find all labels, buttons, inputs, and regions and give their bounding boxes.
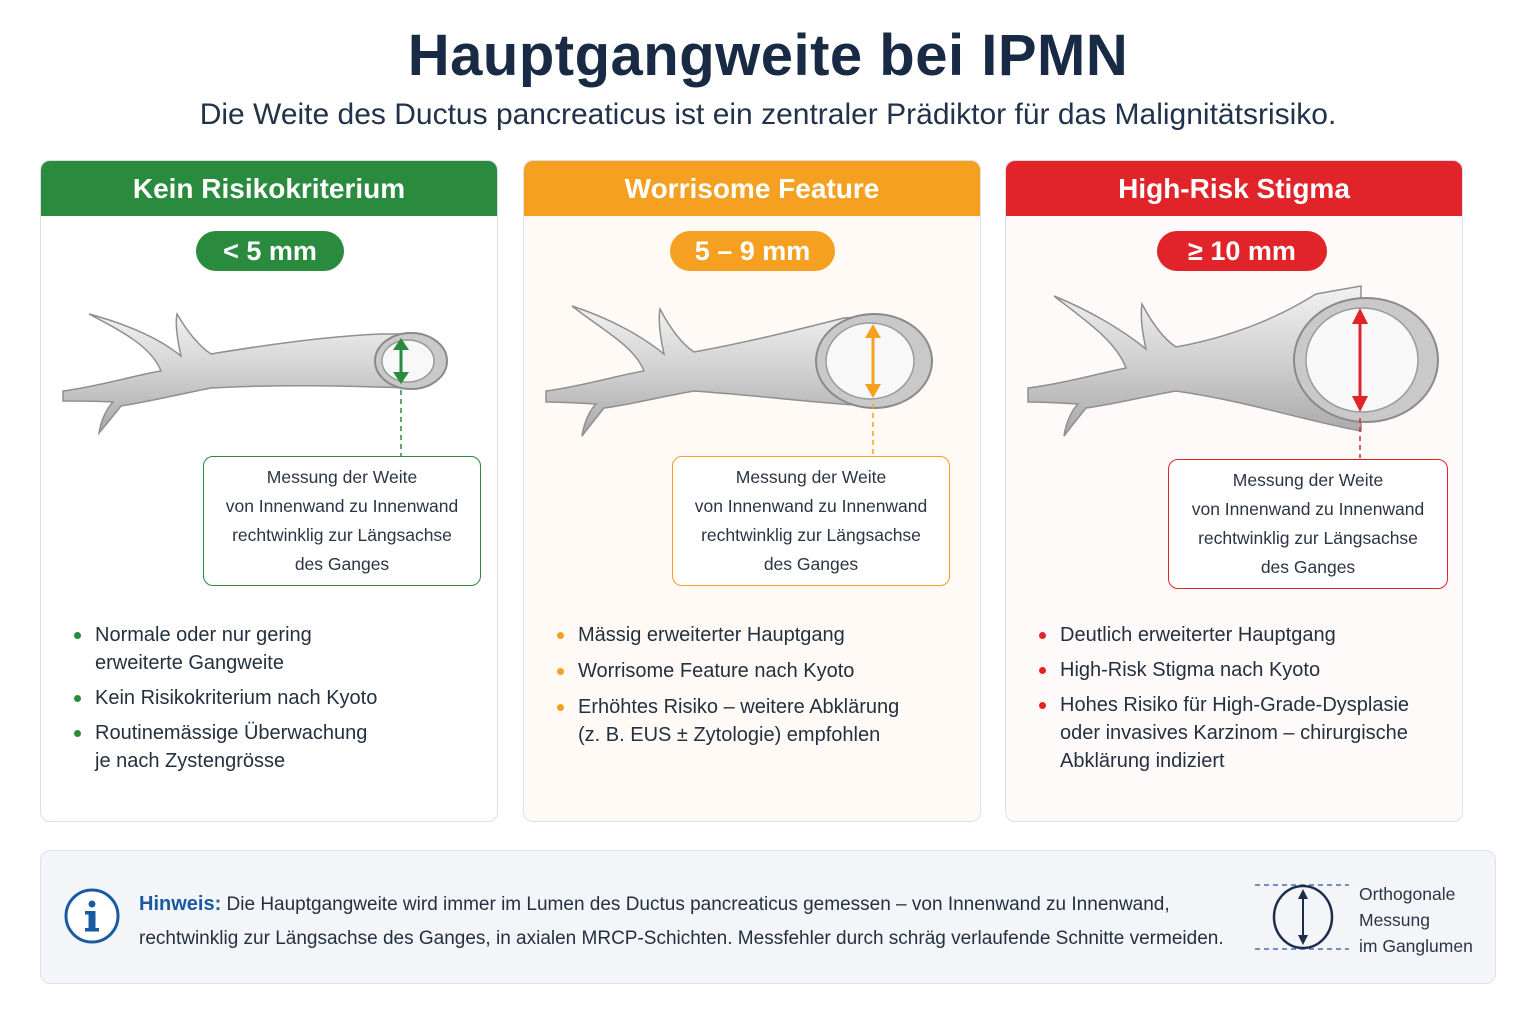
list-item: High-Risk Stigma nach Kyoto [1036, 656, 1446, 684]
list-item: Kein Risikokriterium nach Kyoto [71, 684, 481, 712]
list-item: Deutlich erweiterter Hauptgang [1036, 621, 1446, 649]
note-text: Hinweis: Die Hauptgangweite wird immer i… [139, 893, 1224, 949]
note-label: Hinweis: [139, 893, 222, 915]
duct-large-illustration [1027, 285, 1439, 458]
bullet-list: Mässig erweiterter Hauptgang Worrisome F… [554, 621, 964, 757]
list-item: Worrisome Feature nach Kyoto [554, 657, 964, 685]
duct-medium-illustration [545, 305, 933, 456]
card-high-risk: High-Risk Stigma ≥ 10 mm Messung der Wei… [1005, 160, 1463, 822]
info-icon [64, 888, 120, 944]
card-no-risk: Kein Risikokriterium < 5 mm Messung der … [40, 160, 498, 822]
measurement-callout: Messung der Weite von Innenwand zu Innen… [672, 456, 950, 586]
page-title: Hauptgangweite bei IPMN [407, 23, 1129, 88]
measurement-callout: Messung der Weite von Innenwand zu Innen… [1168, 459, 1448, 589]
orthogonal-measurement-icon [1255, 884, 1349, 950]
range-badge: 5 – 9 mm [670, 231, 835, 271]
range-badge: < 5 mm [196, 231, 344, 271]
card-header: High-Risk Stigma [1006, 161, 1462, 216]
card-header: Kein Risikokriterium [41, 161, 497, 216]
card-header: Worrisome Feature [524, 161, 980, 216]
card-worrisome: Worrisome Feature 5 – 9 mm Messung der W… [523, 160, 981, 822]
bullet-list: Deutlich erweiterter Hauptgang High-Risk… [1036, 621, 1446, 782]
page-subtitle: Die Weite des Ductus pancreaticus ist ei… [199, 98, 1337, 131]
note-box: Hinweis: Die Hauptgangweite wird immer i… [40, 850, 1496, 984]
range-badge: ≥ 10 mm [1157, 231, 1327, 271]
list-item: Mässig erweiterter Hauptgang [554, 621, 964, 649]
list-item: Erhöhtes Risiko – weitere Abklärung(z. B… [554, 693, 964, 749]
duct-small-illustration [62, 311, 448, 456]
note-caption: Orthogonale Messung im Ganglumen [1359, 884, 1473, 956]
measurement-callout: Messung der Weite von Innenwand zu Innen… [203, 456, 481, 586]
